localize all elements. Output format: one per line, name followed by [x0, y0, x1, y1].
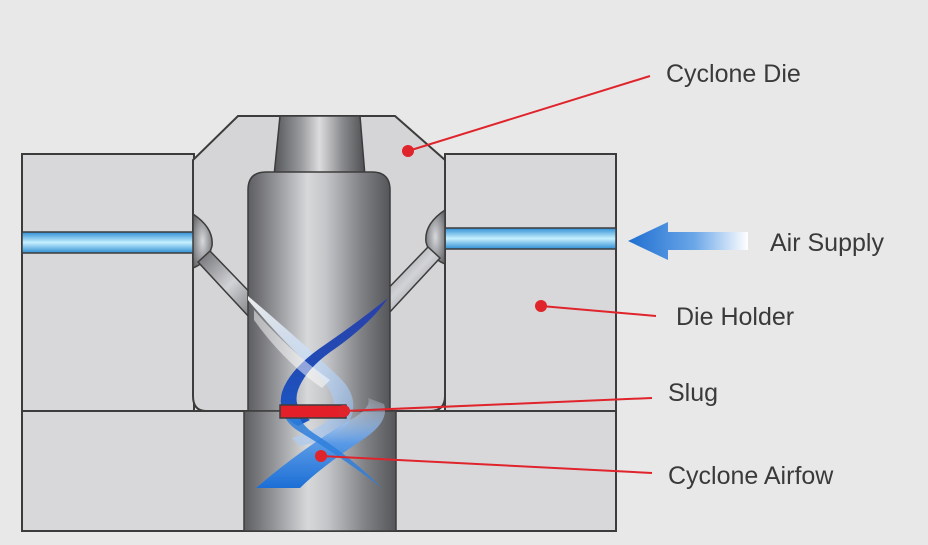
- leader-dots: [315, 145, 547, 462]
- leader-slug: [343, 397, 653, 412]
- dot-cyclone-airflow: [315, 450, 327, 462]
- punch-bore-top: [273, 115, 366, 177]
- dot-slug: [338, 405, 350, 417]
- dot-die-holder: [535, 300, 547, 312]
- label-slug: Slug: [668, 379, 718, 407]
- label-cyclone-airflow: Cyclone Airfow: [668, 462, 834, 490]
- air-channel-left: [21, 231, 195, 254]
- leader-cyclone-airflow: [320, 455, 653, 474]
- dot-cyclone-die: [402, 145, 414, 157]
- swirl-light-streak: [248, 296, 354, 446]
- air-channel-right: [444, 227, 617, 250]
- swirl-lower-band-right: [283, 404, 382, 488]
- die-holder-left-block: [21, 153, 195, 412]
- label-die-holder: Die Holder: [676, 303, 794, 331]
- leader-die-holder: [540, 305, 657, 317]
- leader-lines: [320, 75, 657, 474]
- label-cyclone-die: Cyclone Die: [666, 60, 801, 88]
- air-supply-arrow: [628, 222, 748, 260]
- leader-cyclone-die: [407, 75, 651, 152]
- label-air-supply: Air Supply: [770, 229, 884, 257]
- slug: [279, 404, 347, 419]
- die-holder-right-block: [444, 153, 617, 412]
- swirl-upper-wash: [254, 310, 330, 388]
